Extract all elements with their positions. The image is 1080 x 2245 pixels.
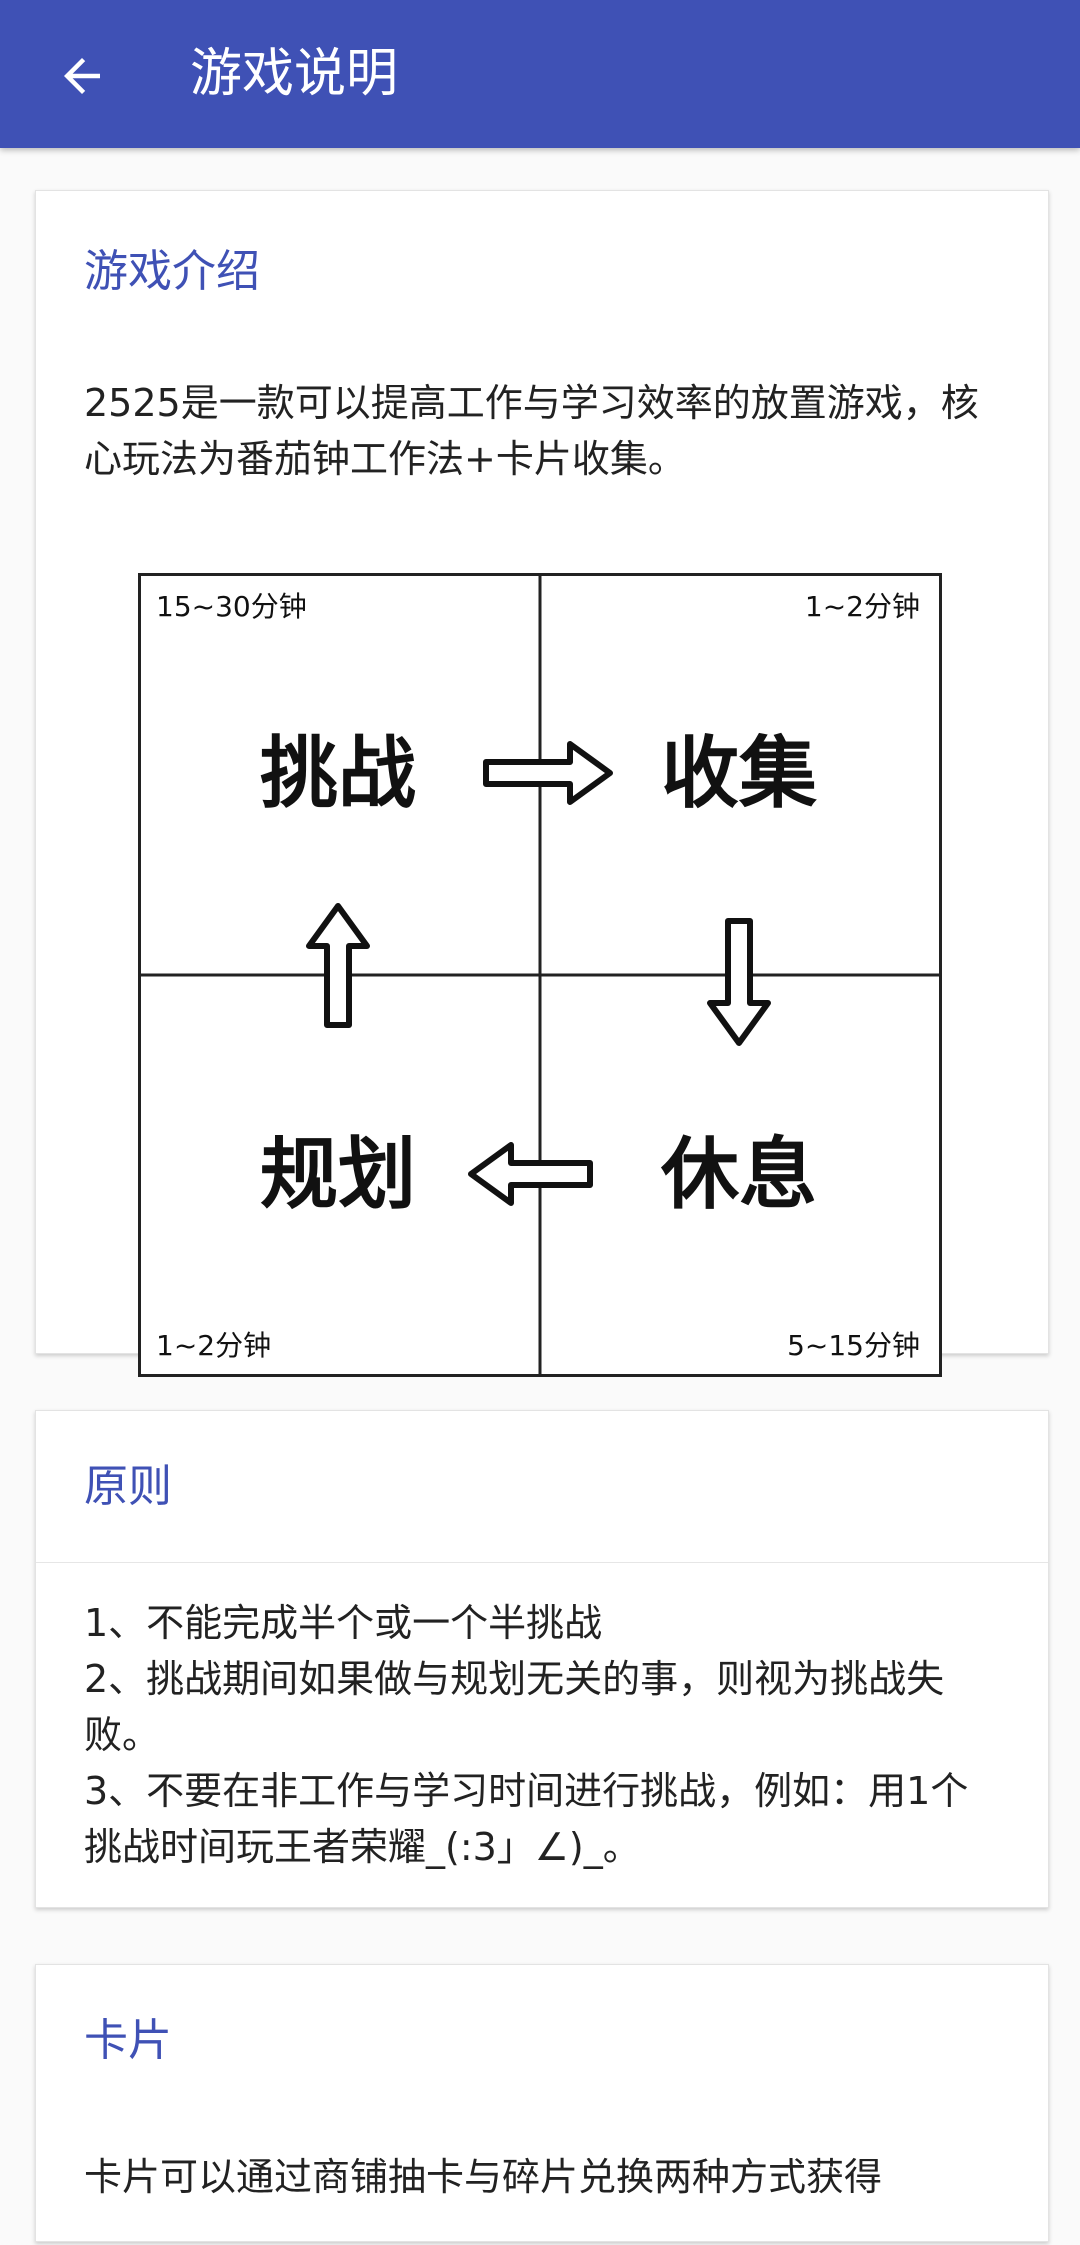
page-title: 游戏说明 bbox=[190, 44, 399, 104]
principles-list: 1、不能完成半个或一个半挑战 2、挑战期间如果做与规划无关的事，则视为挑战失败。… bbox=[84, 1595, 1000, 1875]
game-loop-diagram: 挑战 收集 规划 休息 15~30分钟 1~2分钟 1~2分钟 5~15分钟 bbox=[138, 573, 942, 1377]
intro-text: 2525是一款可以提高工作与学习效率的放置游戏，核心玩法为番茄钟工作法+卡片收集… bbox=[84, 381, 979, 481]
step-challenge-label: 挑战 bbox=[260, 729, 416, 819]
principles-title: 原则 bbox=[84, 1461, 172, 1512]
principle-item: 3、不要在非工作与学习时间进行挑战，例如：用1个挑战时间玩王者荣耀_(:3」∠)… bbox=[84, 1769, 969, 1869]
step-plan-duration: 1~2分钟 bbox=[156, 1329, 271, 1362]
principles-card: 原则 1、不能完成半个或一个半挑战 2、挑战期间如果做与规划无关的事，则视为挑战… bbox=[35, 1410, 1049, 1908]
card-divider bbox=[36, 1562, 1048, 1563]
back-button[interactable] bbox=[34, 28, 130, 124]
cards-card: 卡片 卡片可以通过商铺抽卡与碎片兑换两种方式获得 bbox=[35, 1964, 1049, 2242]
principle-item: 2、挑战期间如果做与规划无关的事，则视为挑战失败。 bbox=[84, 1657, 945, 1757]
arrow-right-icon bbox=[483, 741, 613, 805]
step-collect-label: 收集 bbox=[661, 729, 817, 819]
step-rest-duration: 5~15分钟 bbox=[787, 1329, 920, 1362]
arrow-back-icon bbox=[64, 58, 100, 94]
arrow-down-icon bbox=[707, 918, 771, 1046]
intro-title: 游戏介绍 bbox=[84, 246, 260, 297]
arrow-left-icon bbox=[468, 1142, 593, 1206]
intro-card: 游戏介绍 2525是一款可以提高工作与学习效率的放置游戏，核心玩法为番茄钟工作法… bbox=[35, 190, 1049, 1377]
step-challenge-duration: 15~30分钟 bbox=[156, 590, 307, 623]
cards-text: 卡片可以通过商铺抽卡与碎片兑换两种方式获得 bbox=[84, 2155, 883, 2199]
app-bar: 游戏说明 bbox=[0, 0, 1080, 148]
arrow-up-icon bbox=[306, 903, 370, 1028]
principle-item: 1、不能完成半个或一个半挑战 bbox=[84, 1601, 603, 1645]
step-collect-duration: 1~2分钟 bbox=[805, 590, 920, 623]
step-plan-label: 规划 bbox=[260, 1130, 416, 1220]
cards-title: 卡片 bbox=[84, 2015, 172, 2066]
step-rest-label: 休息 bbox=[660, 1130, 817, 1220]
